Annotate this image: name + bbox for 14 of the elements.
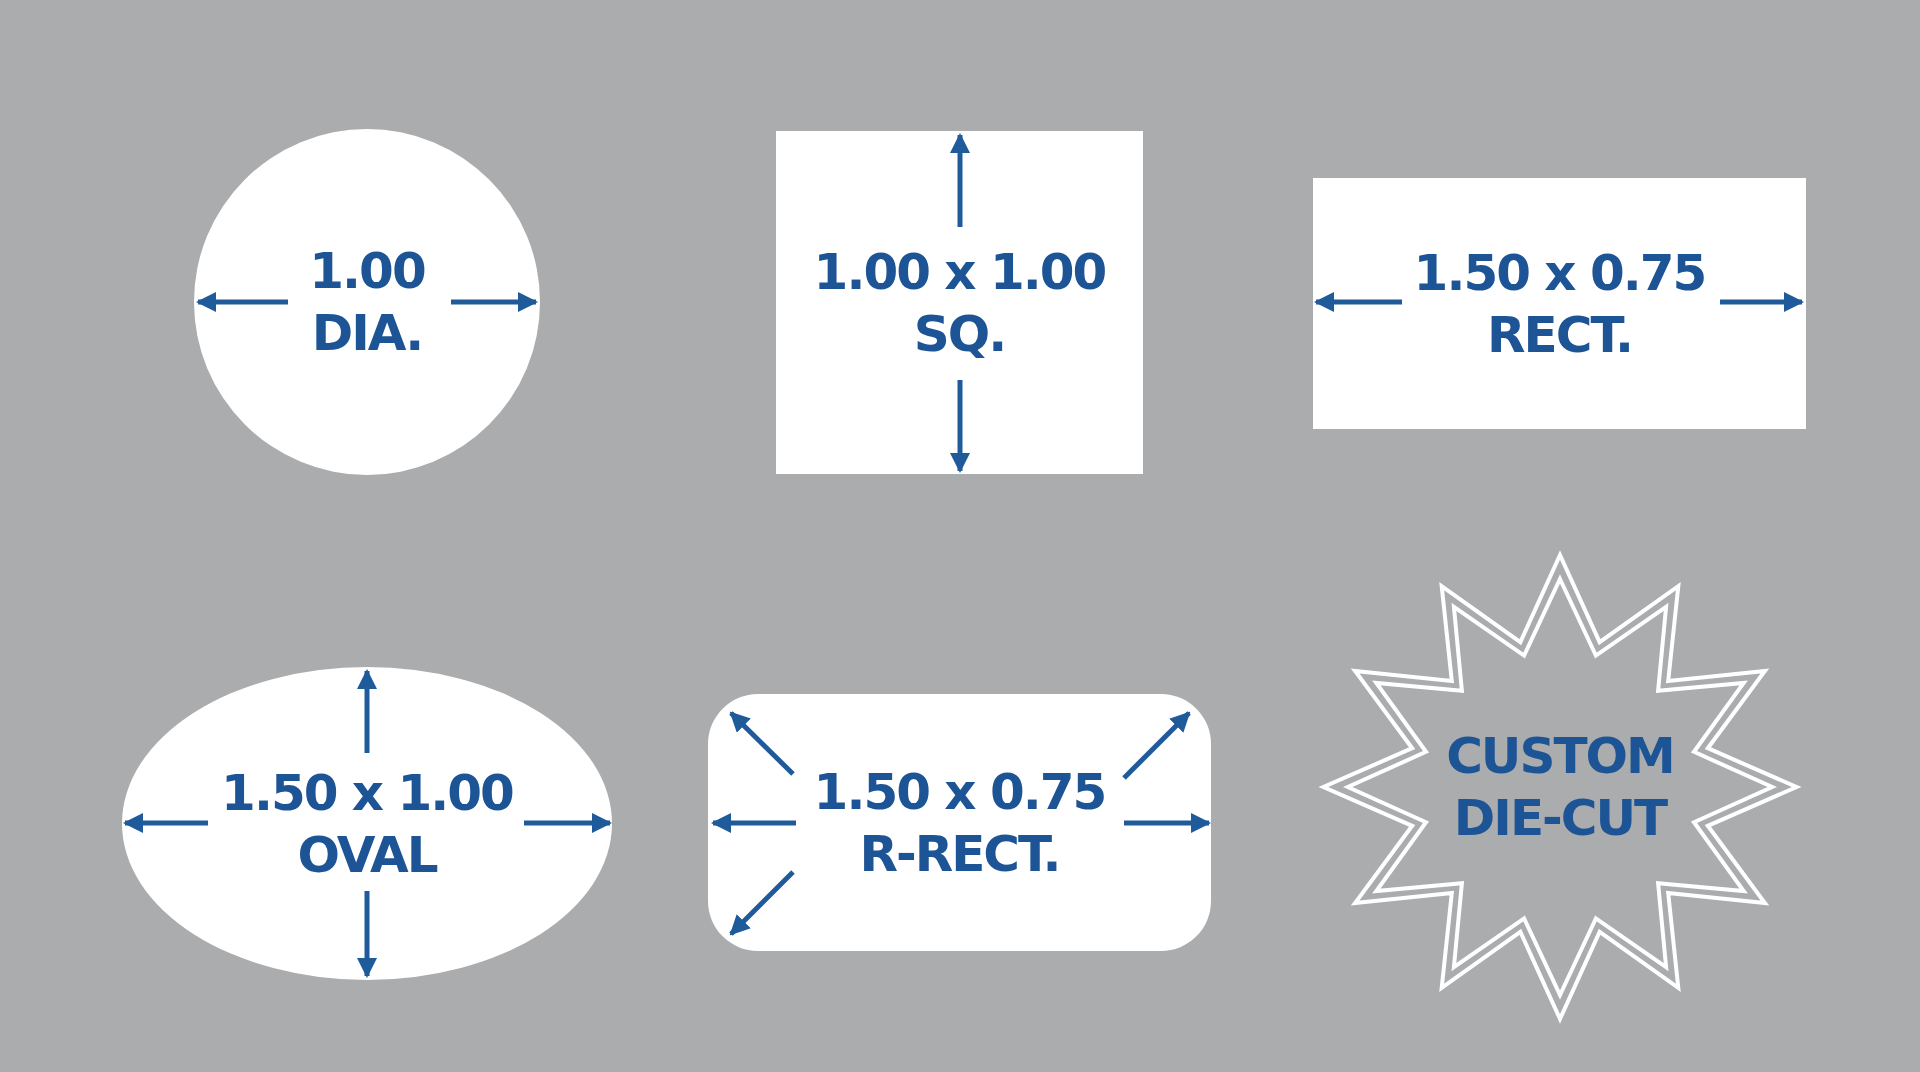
dimension-text: 1.00 x 1.00 [813, 241, 1106, 303]
dimension-text: CUSTOM DIE-CUT [1445, 726, 1675, 849]
rectangle-label [1313, 178, 1806, 429]
dimension-text: 1.50 x 0.75 [813, 761, 1106, 823]
square-label [776, 131, 1143, 474]
dimension-text: SQ. [913, 303, 1006, 365]
dimension-text: RECT. [1487, 304, 1632, 366]
dimension-text: 1.00 [309, 241, 425, 302]
dimension-text: 1.50 x 1.00 [221, 762, 513, 824]
rounded-rectangle-label [708, 694, 1211, 951]
dimension-text: DIA. [311, 303, 423, 364]
dimension-text: OVAL [297, 824, 437, 886]
dimension-text: 1.50 x 0.75 [1413, 242, 1706, 304]
dimension-text: R-RECT. [859, 823, 1060, 885]
